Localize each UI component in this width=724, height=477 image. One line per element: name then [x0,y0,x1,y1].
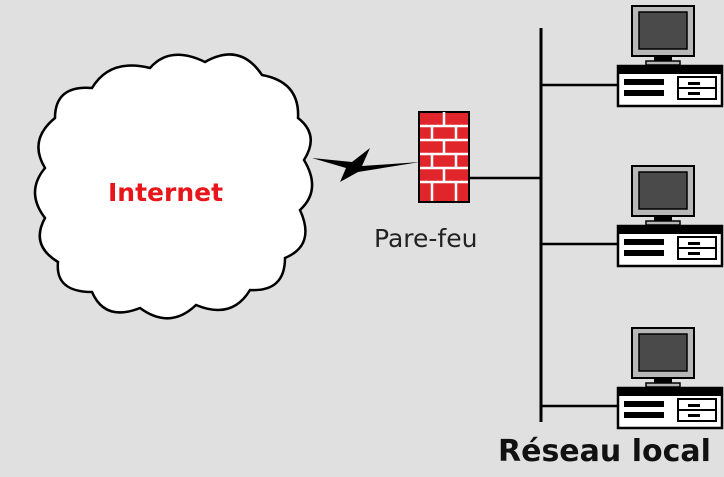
lightning-bolt-icon [312,148,420,182]
internet-label: Internet [108,178,224,207]
desktop-computer-icon [616,326,724,430]
lan-label: Réseau local [498,434,711,469]
internet-cloud-icon [33,53,314,320]
firewall-brick-wall-icon [418,111,470,203]
desktop-computer-icon [616,4,724,108]
desktop-computer-icon [616,164,724,268]
firewall-label: Pare-feu [374,224,478,253]
